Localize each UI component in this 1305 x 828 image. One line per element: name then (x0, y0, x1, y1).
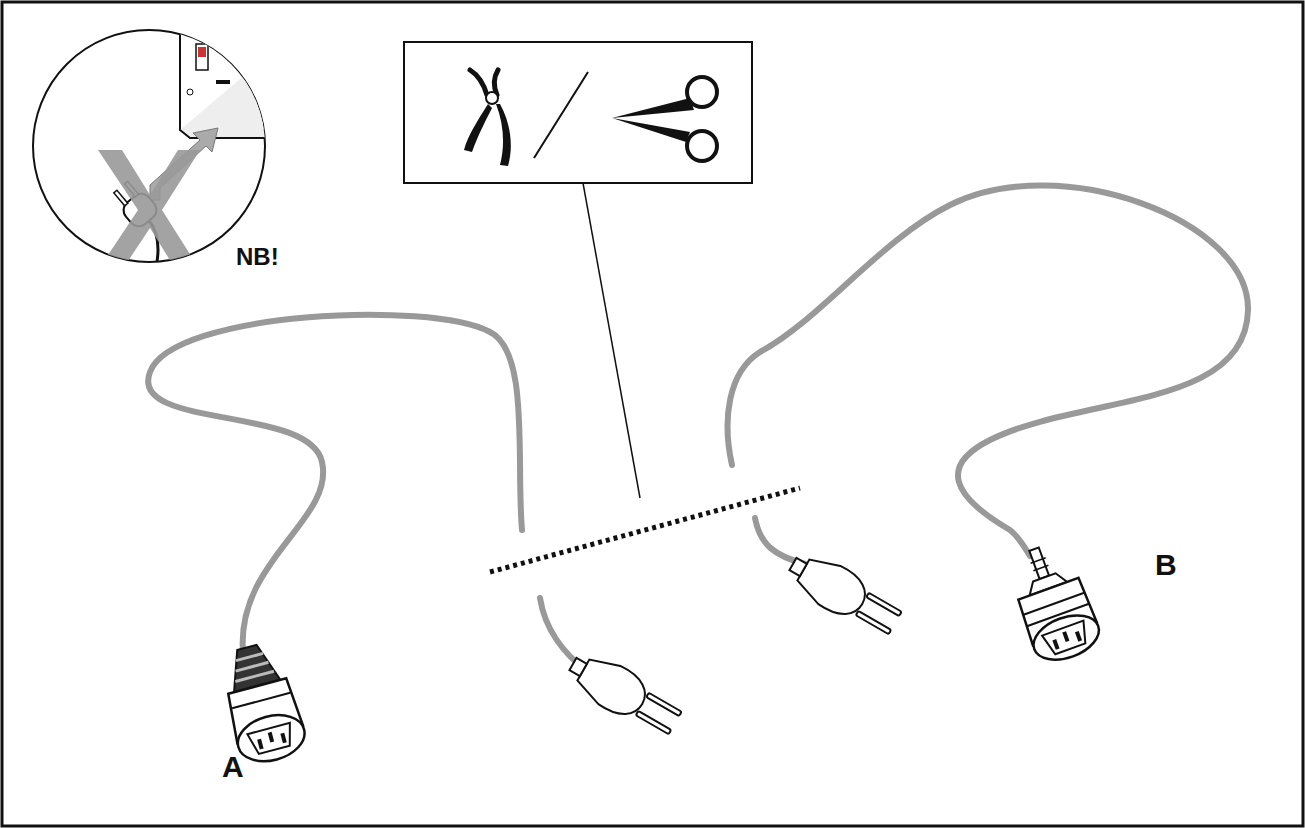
unplug-warning (33, 28, 310, 296)
leader-line (583, 183, 640, 498)
appliance-connector (214, 639, 310, 769)
cutting-tools (404, 42, 752, 498)
mains-plug (782, 545, 906, 643)
mains-plug (562, 645, 686, 743)
cables (148, 186, 1248, 672)
note-label: NB! (236, 245, 279, 269)
part-label: A (222, 752, 244, 782)
appliance-connector (1002, 538, 1105, 668)
part-label: B (1155, 550, 1177, 580)
cut-line (490, 488, 800, 572)
